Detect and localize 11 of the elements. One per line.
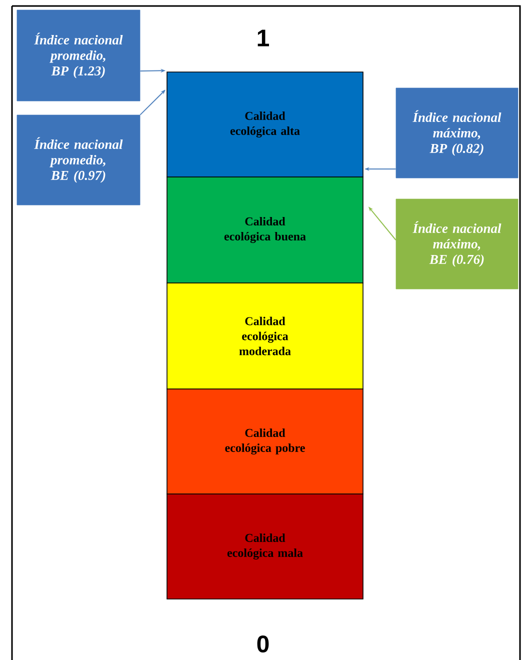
quality-band: Calidad ecológica pobre <box>166 388 364 494</box>
callout-box: Índice nacional máximo, BE (0.76) <box>396 198 518 290</box>
quality-band: Calidad ecológica moderada <box>166 282 364 390</box>
scale-value: 0 <box>257 636 269 652</box>
quality-band: Calidad ecológica alta <box>166 72 364 178</box>
quality-band: Calidad ecológica buena <box>166 176 364 284</box>
scale-value: 1 <box>258 30 269 46</box>
callout-box: Índice nacional promedio, BP (1.23) <box>16 10 140 102</box>
callout-box: Índice nacional máximo, BP (0.82) <box>396 88 518 178</box>
quality-band: Calidad ecológica mala <box>166 494 364 600</box>
callout-box: Índice nacional promedio, BE (0.97) <box>16 114 140 206</box>
